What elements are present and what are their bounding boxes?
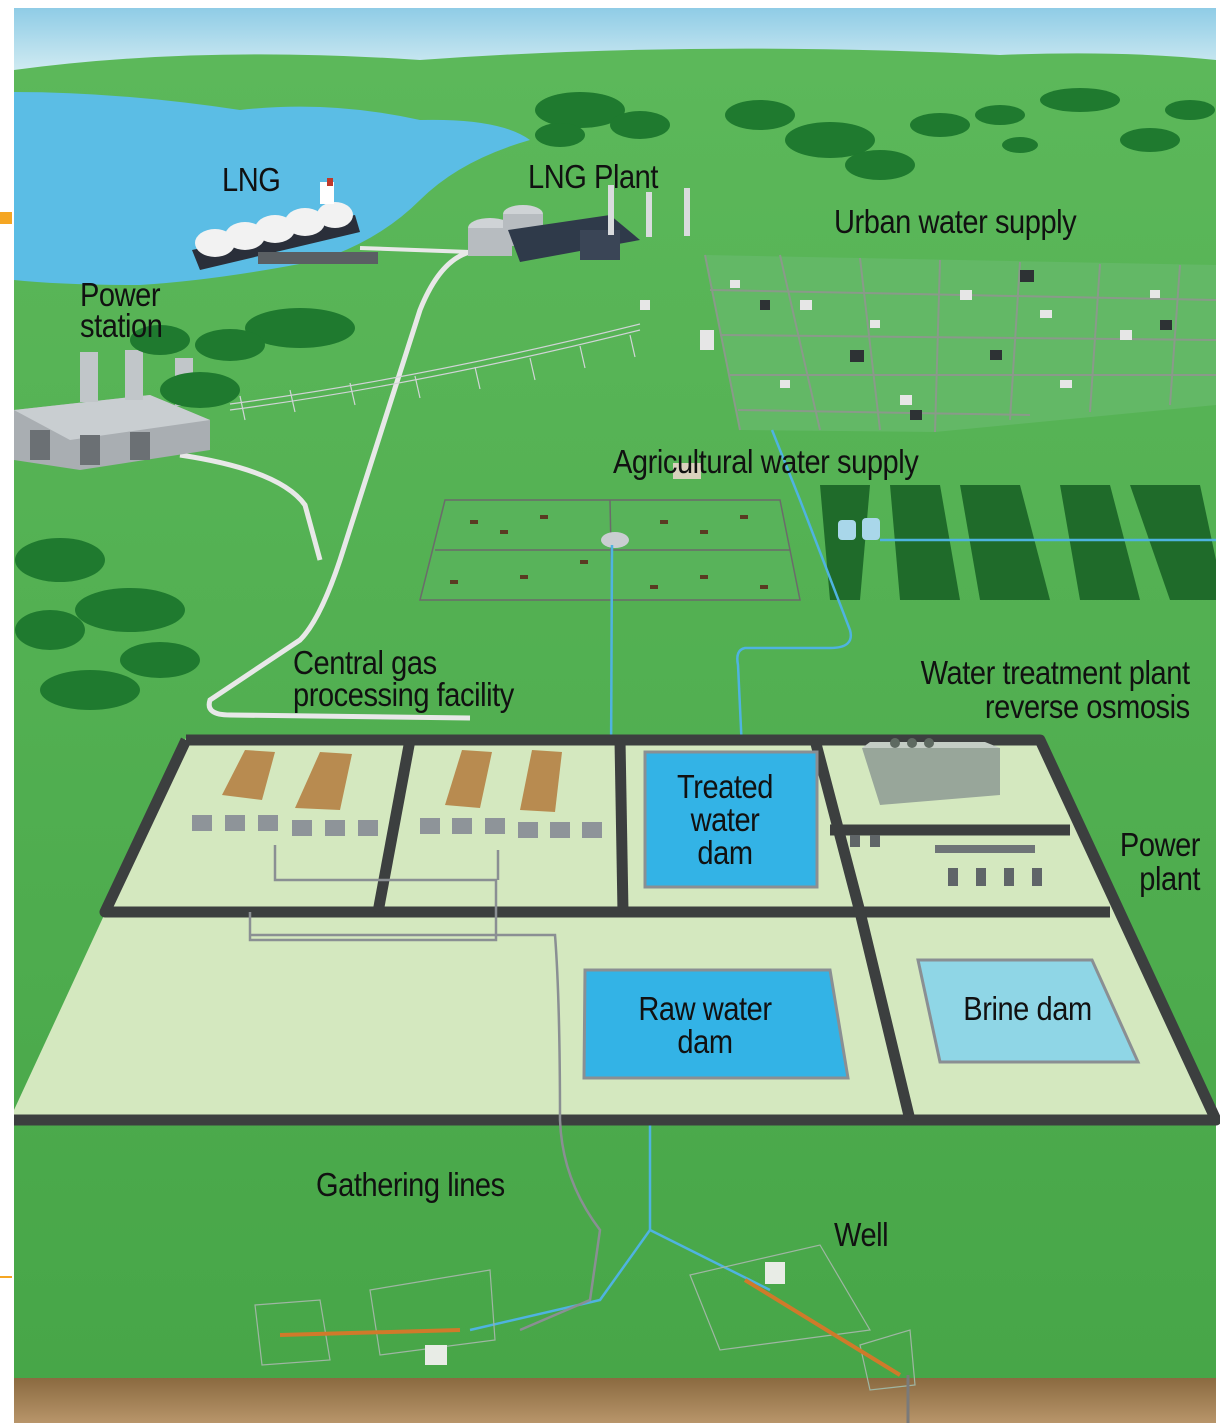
lake xyxy=(14,92,530,285)
label-lng-plant: LNG Plant xyxy=(528,158,659,195)
label-raw-line2: dam xyxy=(677,1023,733,1060)
label-treated-line3: dam xyxy=(697,834,753,871)
label-central-gas-line1: Central gas xyxy=(293,644,437,681)
water-treatment-building xyxy=(862,738,1000,805)
power-station xyxy=(14,350,210,470)
label-water-treatment-line2: reverse osmosis xyxy=(985,688,1190,725)
label-treated-line1: Treated xyxy=(677,768,773,805)
label-power-plant-line2: plant xyxy=(1139,860,1200,897)
lng-plant xyxy=(468,185,690,262)
label-water-treatment-line1: Water treatment plant xyxy=(921,654,1190,691)
label-gathering-lines: Gathering lines xyxy=(316,1166,505,1203)
power-plant-units xyxy=(850,835,1042,886)
label-power-station-line1: Power xyxy=(80,276,161,313)
label-power-station-line2: station xyxy=(80,307,163,344)
jetty xyxy=(258,252,378,264)
label-brine-dam: Brine dam xyxy=(963,990,1092,1027)
crop-rows xyxy=(820,485,1216,600)
tree-clusters xyxy=(15,88,1215,710)
label-power-plant-line1: Power xyxy=(1119,826,1201,863)
accent-mark-bottom xyxy=(0,1276,12,1278)
gas-pipeline-to-power-station xyxy=(179,452,323,561)
gas-processing-trains xyxy=(192,750,602,1332)
livestock-paddocks xyxy=(419,463,801,601)
label-lng: LNG xyxy=(222,161,281,198)
soil-strip xyxy=(14,1378,1216,1423)
brine-dam xyxy=(916,958,1141,1064)
raw-water-dam xyxy=(582,968,850,1080)
label-agricultural-water-supply: Agricultural water supply xyxy=(613,443,919,480)
label-treated-line2: water xyxy=(690,801,760,838)
urban-area xyxy=(640,254,1217,433)
label-well: Well xyxy=(834,1216,889,1253)
treated-water-dam xyxy=(643,750,819,889)
power-lines xyxy=(229,323,641,421)
label-central-gas-line2: processing facility xyxy=(293,676,514,713)
well-sites xyxy=(254,1244,916,1423)
accent-mark-top xyxy=(0,212,12,224)
water-tanks xyxy=(838,518,880,540)
lng-tanker xyxy=(192,178,360,270)
gas-pipeline-to-ship xyxy=(359,246,471,254)
gas-pipeline xyxy=(206,249,471,721)
roads xyxy=(14,734,1220,1126)
label-raw-line1: Raw water xyxy=(638,990,772,1027)
label-urban-water-supply: Urban water supply xyxy=(834,203,1077,240)
